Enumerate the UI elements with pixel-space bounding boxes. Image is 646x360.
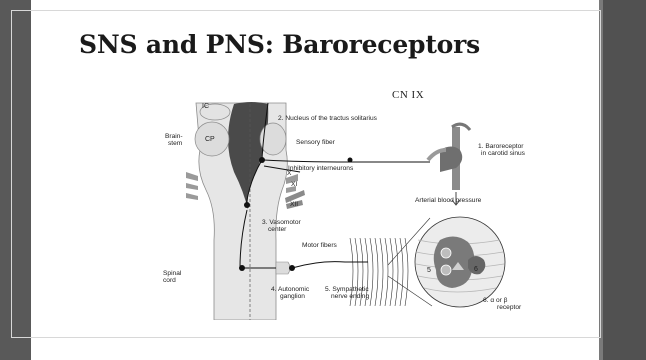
sidebar-accent <box>599 0 603 360</box>
vasomotor-label-1: 3. Vasomotor <box>262 219 302 226</box>
receptor-label-2: receptor <box>497 304 522 311</box>
receptor-magnification <box>415 217 505 307</box>
cell-6-label: 6 <box>474 266 478 273</box>
sensory-fiber-label: Sensory fiber <box>296 139 336 146</box>
nucleus-label: 2. Nucleus of the tractus solitarius <box>278 115 378 122</box>
cell-5-label: 5 <box>427 267 431 274</box>
motor-fibers-label: Motor fibers <box>302 242 338 249</box>
slide-title: SNS and PNS: Baroreceptors <box>79 30 480 59</box>
carotid-sinus-vessel <box>428 124 470 205</box>
spinal-label-1: Spinal <box>163 270 182 277</box>
receptor-label-1: 6. α or β <box>483 297 508 304</box>
vasomotor-label-2: center <box>268 226 287 233</box>
brainstem-label-1: Brain- <box>165 133 183 140</box>
sympathetic-label-2: nerve ending <box>331 293 369 300</box>
baroreceptor-diagram: IC CP Brain- stem X XI XII Spinal cord 2… <box>150 100 540 320</box>
ic-label: IC <box>202 103 209 110</box>
spinal-label-2: cord <box>163 277 176 284</box>
baroreceptor-label-1: 1. Baroreceptor <box>478 143 524 150</box>
arterial-pressure-label: Arterial blood pressure <box>415 197 482 204</box>
brainstem-label-2: stem <box>168 140 183 147</box>
cn-xi-label: XI <box>291 181 297 188</box>
sympathetic-label-1: 5. Sympathetic <box>325 286 369 293</box>
cn-xii-label: XII <box>290 201 298 208</box>
autonomic-label-2: ganglion <box>280 293 305 300</box>
cp-label: CP <box>205 136 215 143</box>
baroreceptor-label-2: in carotid sinus <box>481 150 526 157</box>
right-sidebar <box>599 0 646 360</box>
inhibitory-label: Inhibitory interneurons <box>288 165 354 172</box>
autonomic-label-1: 4. Autonomic <box>271 286 310 293</box>
